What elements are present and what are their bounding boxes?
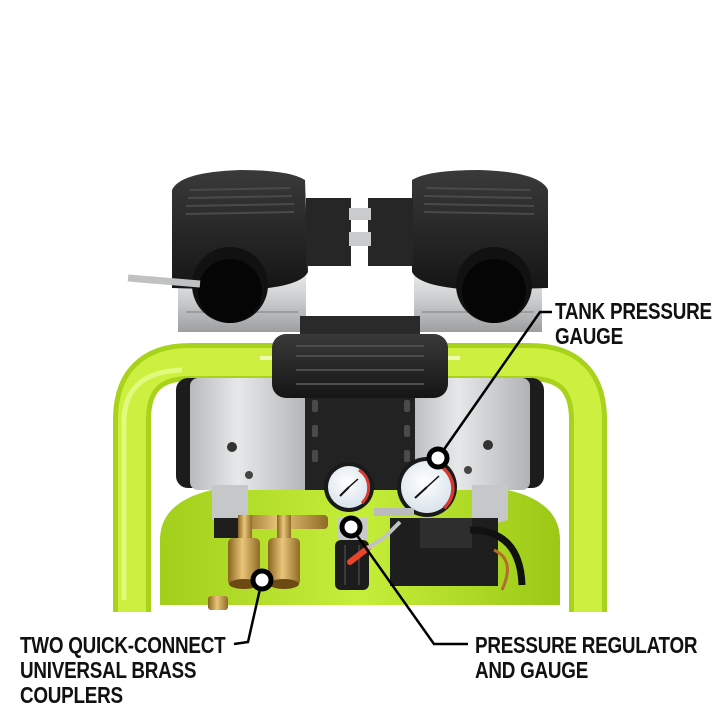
regulator-gauge bbox=[324, 462, 374, 512]
callout-line: TANK PRESSURE bbox=[555, 298, 712, 324]
marker-couplers bbox=[250, 568, 274, 592]
callout-label-tank-pressure-gauge: TANK PRESSURE GAUGE bbox=[555, 299, 712, 349]
callout-line: TWO QUICK-CONNECT bbox=[20, 632, 226, 658]
tank-gauge bbox=[374, 457, 457, 517]
callout-line: UNIVERSAL BRASS bbox=[20, 657, 197, 683]
callout-line: PRESSURE REGULATOR bbox=[475, 632, 698, 658]
carry-grip bbox=[272, 334, 448, 398]
callout-lines bbox=[233, 310, 552, 646]
pressure-switch bbox=[383, 518, 526, 591]
cylinder-covers bbox=[127, 170, 548, 323]
callout-label-quick-connect-couplers: TWO QUICK-CONNECT UNIVERSAL BRASS COUPLE… bbox=[20, 632, 226, 708]
callout-line: GAUGE bbox=[555, 323, 623, 349]
brass-couplers bbox=[208, 515, 328, 610]
marker-tank-gauge bbox=[426, 446, 450, 470]
callout-label-pressure-regulator: PRESSURE REGULATOR AND GAUGE bbox=[475, 632, 698, 683]
marker-regulator bbox=[339, 515, 363, 539]
callout-markers bbox=[250, 446, 450, 592]
callout-line: AND GAUGE bbox=[475, 657, 589, 683]
callout-line: COUPLERS bbox=[20, 682, 123, 708]
